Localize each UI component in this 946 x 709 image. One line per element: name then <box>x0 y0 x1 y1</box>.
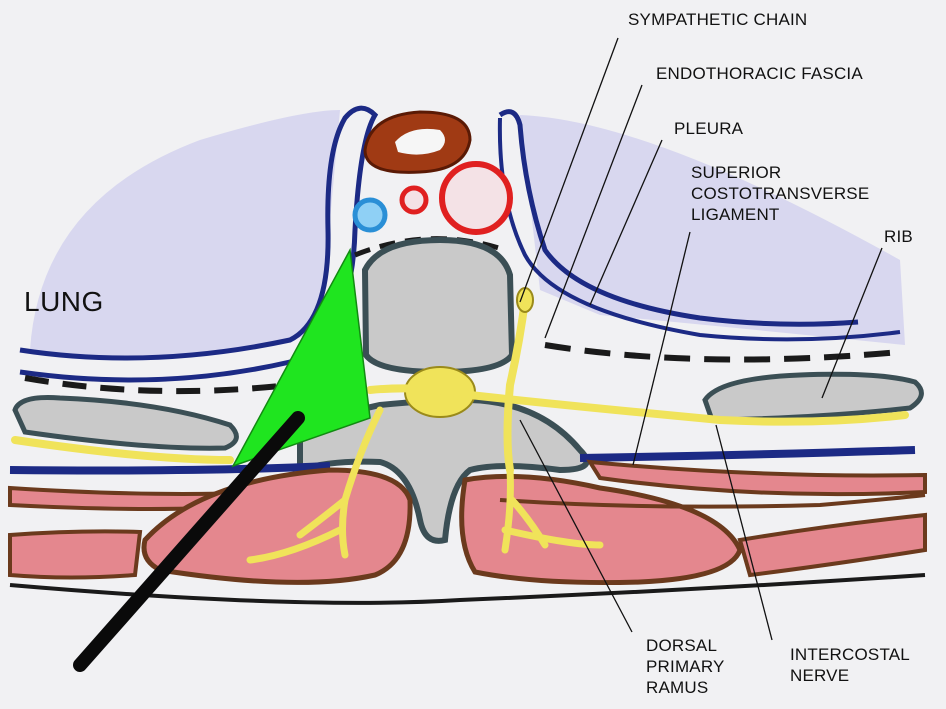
label-intercostal-nerve: INTERCOSTAL NERVE <box>790 644 910 686</box>
label-pleura: PLEURA <box>674 119 744 138</box>
label-rib: RIB <box>884 227 913 246</box>
lung-shading-right <box>520 115 905 345</box>
lung-shading-left <box>30 110 340 360</box>
pleura-left-outer <box>19 105 379 383</box>
label-line: INTERCOSTAL <box>790 645 910 664</box>
intercostal-nerve <box>11 384 909 464</box>
label-lung: LUNG <box>24 286 104 317</box>
needle <box>73 411 305 672</box>
esophagus-lumen <box>395 128 445 155</box>
label-sympathetic-chain: SYMPATHETIC CHAIN <box>628 10 808 29</box>
outer-muscle-right-lower <box>499 493 926 509</box>
endothoracic-fascia-prevertebral <box>354 236 506 258</box>
endothoracic-fascia-left <box>24 375 291 395</box>
sympathetic-ganglion <box>516 287 534 313</box>
paravertebral-space-highlight <box>231 247 371 468</box>
label-superior-costotransverse-ligament: SUPERIOR COSTOTRANSVERSE LIGAMENT <box>691 162 869 225</box>
leader-lines <box>519 37 883 641</box>
label-line: RAMUS <box>646 678 709 697</box>
rib-left <box>12 395 239 451</box>
intercostal-muscle-band-right <box>586 459 927 497</box>
pleura-right-outer <box>498 109 859 327</box>
rib-right <box>702 371 924 423</box>
skin-line <box>9 573 926 605</box>
paraspinal-muscle-left <box>141 467 413 585</box>
label-line: NERVE <box>790 666 850 685</box>
sympathetic-chain-nerve <box>503 296 529 474</box>
label-endothoracic-fascia: ENDOTHORACIC FASCIA <box>656 64 863 83</box>
label-line: PRIMARY <box>646 657 725 676</box>
azygos-vein <box>399 185 429 215</box>
dorsal-ramus-right <box>501 466 604 554</box>
label-line: LIGAMENT <box>691 205 780 224</box>
dorsal-ramus-left <box>246 406 384 564</box>
vertebral-body <box>361 236 516 376</box>
endothoracic-fascia-right <box>544 342 901 363</box>
aorta <box>439 161 513 235</box>
label-dorsal-primary-ramus: DORSAL PRIMARY RAMUS <box>646 635 725 698</box>
intercostal-blue-band <box>9 446 916 475</box>
outer-muscle-left <box>8 529 143 580</box>
label-line: COSTOTRANSVERSE <box>691 184 870 203</box>
vein-blue <box>352 197 388 233</box>
label-line: SUPERIOR <box>691 163 782 182</box>
outer-muscle-right <box>737 512 927 578</box>
label-line: DORSAL <box>646 636 718 655</box>
